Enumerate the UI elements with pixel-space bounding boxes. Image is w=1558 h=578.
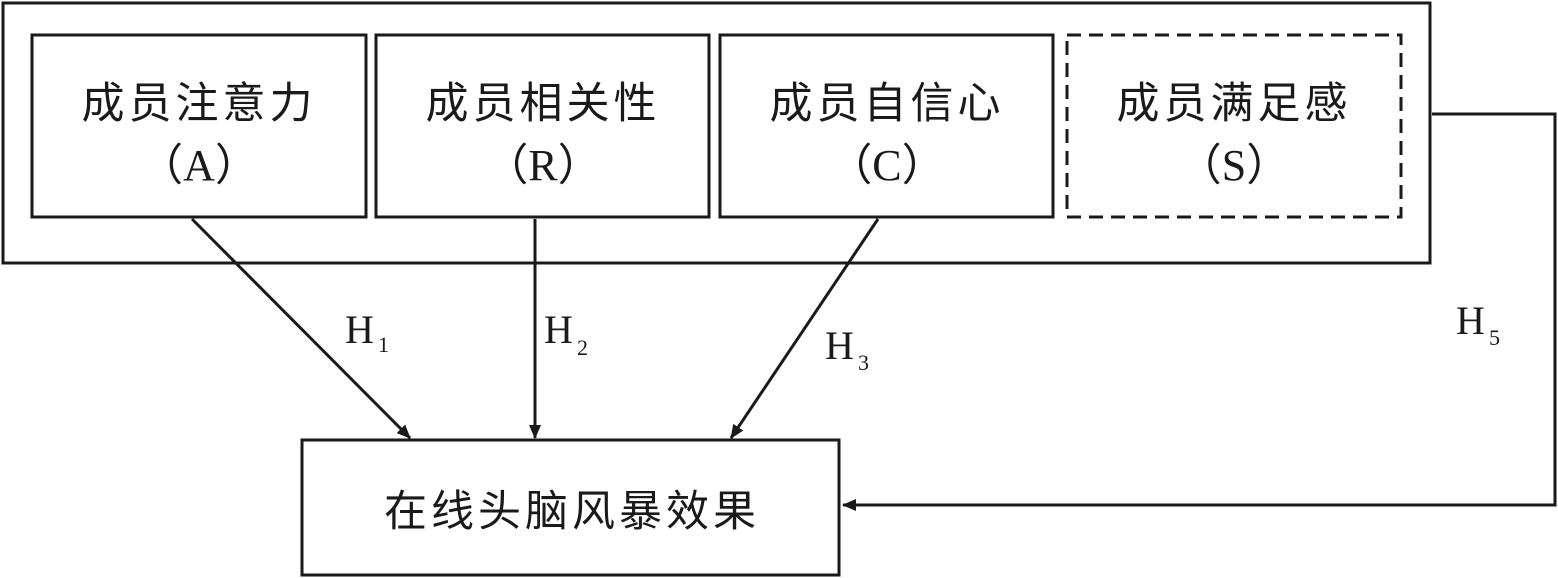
svg-text:5: 5 bbox=[1489, 325, 1500, 350]
factor-abbr: （C） bbox=[828, 141, 945, 190]
svg-text:H: H bbox=[345, 307, 374, 352]
arrow-h3 bbox=[729, 218, 880, 439]
factor-name: 成员自信心 bbox=[770, 79, 1005, 129]
svg-text:H: H bbox=[825, 323, 854, 368]
hypothesis-label-h3: H 3 bbox=[825, 323, 869, 375]
factor-abbr: （A） bbox=[139, 141, 259, 190]
svg-text:1: 1 bbox=[378, 332, 389, 357]
outcome-label: 在线头脑风暴效果 bbox=[384, 487, 760, 537]
factor-abbr: （R） bbox=[484, 141, 601, 190]
factor-box-satisfaction: 成员满足感 （S） bbox=[1065, 33, 1403, 219]
outcome-box: 在线头脑风暴效果 bbox=[300, 438, 841, 577]
svg-text:2: 2 bbox=[577, 335, 588, 360]
factor-abbr: （S） bbox=[1178, 141, 1290, 190]
svg-text:H: H bbox=[1456, 298, 1485, 343]
hypothesis-label-h1: H 1 bbox=[345, 307, 389, 357]
hypothesis-label-h5: H 5 bbox=[1456, 298, 1500, 350]
svg-text:H: H bbox=[544, 307, 573, 352]
hypothesis-label-h2: H 2 bbox=[544, 307, 588, 360]
factor-name: 成员相关性 bbox=[426, 79, 661, 129]
factor-name: 成员满足感 bbox=[1117, 79, 1352, 129]
factor-box-relevance: 成员相关性 （R） bbox=[374, 33, 711, 219]
svg-text:3: 3 bbox=[858, 350, 869, 375]
arrow-h5 bbox=[842, 112, 1557, 511]
factor-box-attention: 成员注意力 （A） bbox=[30, 33, 368, 219]
arrow-h1 bbox=[190, 217, 412, 440]
factor-name: 成员注意力 bbox=[82, 79, 317, 129]
factor-box-confidence: 成员自信心 （C） bbox=[718, 33, 1055, 219]
factor-group-frame bbox=[1, 1, 1432, 265]
